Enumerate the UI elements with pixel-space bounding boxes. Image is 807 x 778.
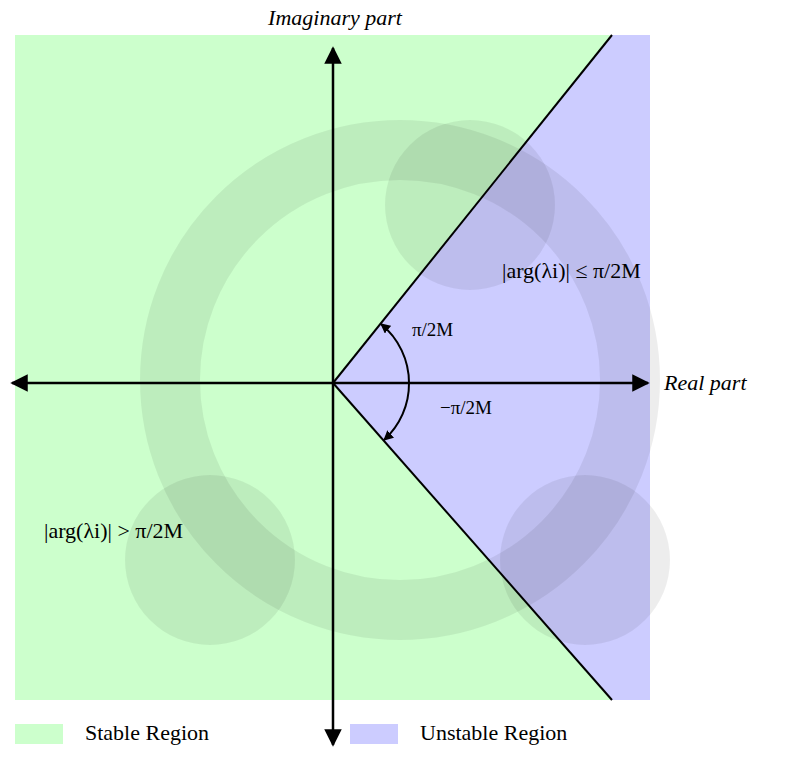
imaginary-axis (332, 48, 335, 745)
axis-title: Imaginary part (268, 6, 402, 30)
region-condition: |arg(λi)| ≤ π/2M (502, 259, 641, 283)
angle-label: −π/2M (440, 398, 492, 419)
legend-swatch (15, 724, 63, 744)
boundary-line (333, 383, 612, 700)
legend-text: Unstable Region (420, 721, 567, 745)
legend-swatch (350, 724, 398, 744)
angle-label: π/2M (412, 320, 453, 341)
legend-text: Stable Region (85, 721, 209, 745)
angle-arc (384, 383, 409, 440)
boundary-line (333, 35, 612, 383)
region-condition: |arg(λi)| > π/2M (44, 519, 183, 543)
axis-title: Real part (664, 371, 747, 395)
real-axis (12, 382, 648, 385)
angle-arc (381, 324, 409, 383)
